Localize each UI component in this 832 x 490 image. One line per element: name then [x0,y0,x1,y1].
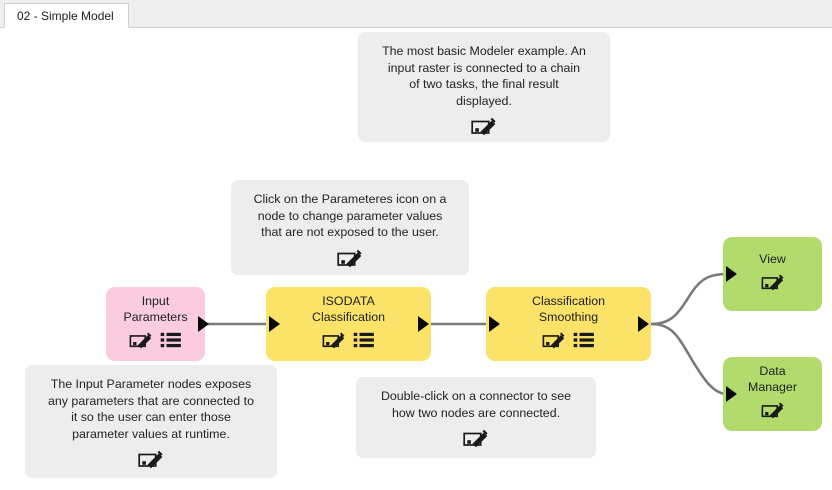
node-icon-group [761,273,785,296]
node-data-manager[interactable]: Data Manager [723,357,822,431]
edit-icon[interactable] [471,116,497,141]
tab-strip: 02 - Simple Model [0,0,832,28]
comment-text: The most basic Modeler example. An input… [382,44,586,108]
list-icon[interactable] [160,331,182,354]
node-classification-smoothing[interactable]: Classification Smoothing [486,287,651,361]
comment-text: The Input Parameter nodes exposes any pa… [48,377,254,441]
comment-text: Click on the Parameteres icon on a node … [253,192,447,239]
node-label: View [759,251,786,266]
input-port-arrow[interactable] [726,386,737,402]
edit-icon[interactable] [463,428,489,453]
model-canvas[interactable]: The most basic Modeler example. An input… [0,28,832,490]
input-port-arrow[interactable] [489,316,500,332]
node-icon-group [322,331,375,354]
tab-simple-model[interactable]: 02 - Simple Model [4,3,129,28]
node-icon-group [761,401,785,424]
input-port-arrow[interactable] [269,316,280,332]
list-icon[interactable] [353,331,375,354]
node-label: Input Parameters [123,294,188,324]
comment-input-parameter[interactable]: The Input Parameter nodes exposes any pa… [25,365,277,478]
edit-icon[interactable] [138,449,164,474]
node-icon-group [129,331,182,354]
connector-smoothing-to-data-manager[interactable] [650,322,728,396]
comment-overview[interactable]: The most basic Modeler example. An input… [358,32,610,142]
edit-icon[interactable] [322,331,346,354]
node-label: Classification Smoothing [532,294,605,324]
node-isodata-classification[interactable]: ISODATA Classification [266,287,431,361]
connector-smoothing-to-view[interactable] [650,272,728,326]
node-label: Data Manager [748,364,797,394]
edit-icon[interactable] [761,401,785,424]
edit-icon[interactable] [337,248,363,273]
node-input-parameters[interactable]: Input Parameters [106,287,209,361]
comment-parameters[interactable]: Click on the Parameteres icon on a node … [231,180,469,275]
input-port-arrow[interactable] [726,266,737,282]
edit-icon[interactable] [542,331,566,354]
edit-icon[interactable] [761,273,785,296]
tab-label: 02 - Simple Model [17,8,114,23]
edit-icon[interactable] [129,331,153,354]
comment-connector[interactable]: Double-click on a connector to see how t… [356,377,596,458]
output-port-arrow[interactable] [198,316,209,332]
node-icon-group [542,331,595,354]
node-label: ISODATA Classification [312,294,385,324]
node-view[interactable]: View [723,237,822,311]
output-port-arrow[interactable] [638,316,649,332]
output-port-arrow[interactable] [418,316,429,332]
list-icon[interactable] [573,331,595,354]
comment-text: Double-click on a connector to see how t… [380,389,572,420]
